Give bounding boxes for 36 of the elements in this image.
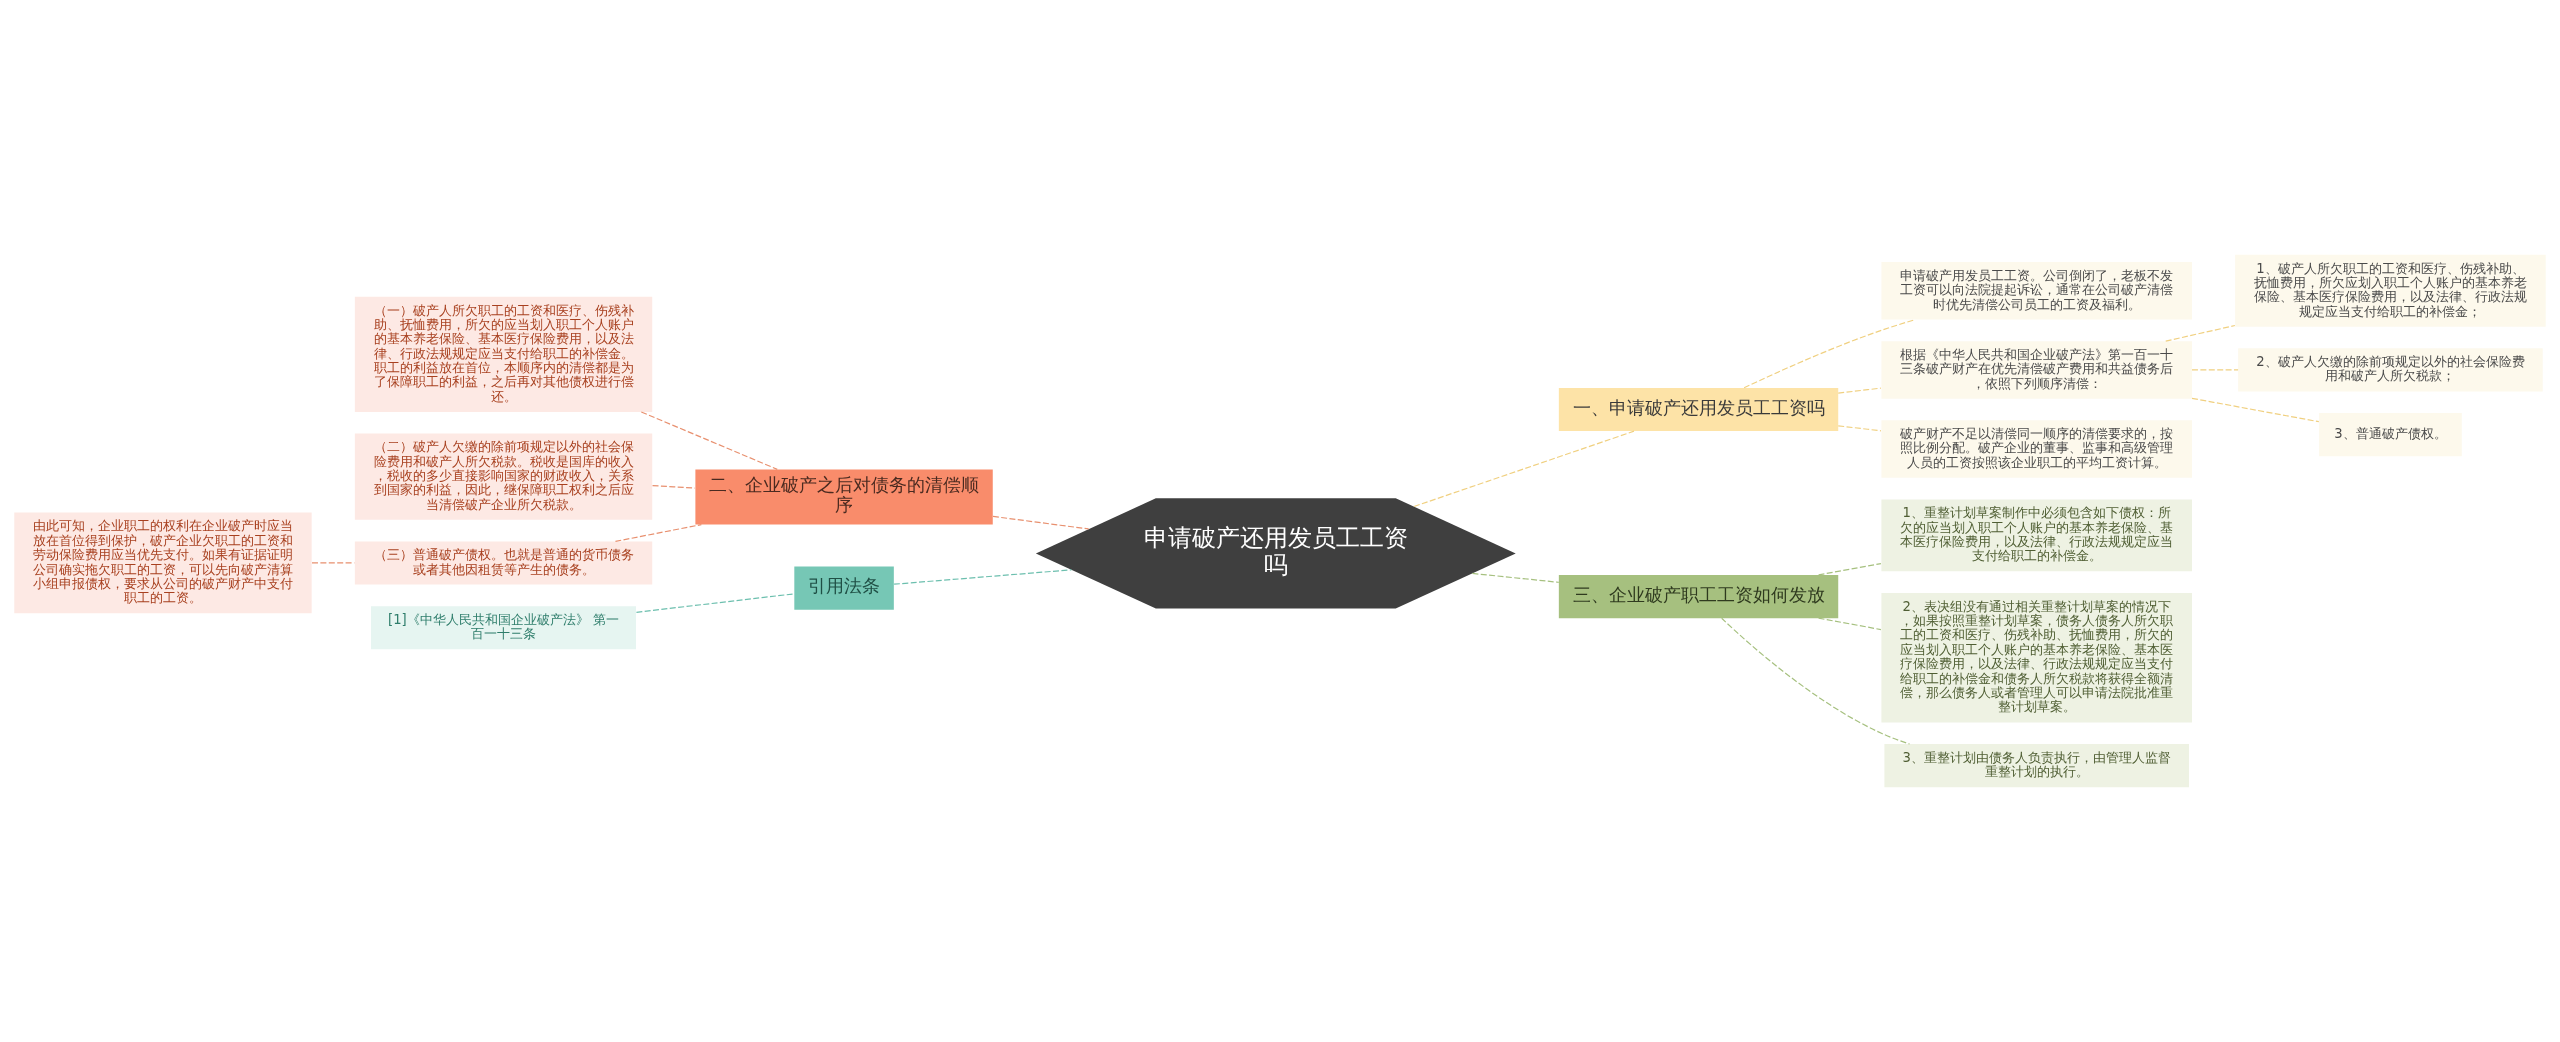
node-box: 申请破产用发员工工资。公司倒闭了，老板不发工资可以向法院提起诉讼，通常在公司破产清偿时优先清偿公司员工的工资及福利。 <box>1881 262 2192 320</box>
connector <box>640 411 778 470</box>
node-box: 引用法条 <box>794 566 894 610</box>
connector <box>311 562 355 564</box>
node-box: 二、企业破产之后对债务的清偿顺序 <box>695 469 993 525</box>
connector <box>992 515 1090 530</box>
node-box: 3、普通破产债权。 <box>2319 413 2462 457</box>
node-box: 1、重整计划草案制作中必须包含如下债权：所欠的应当划入职工个人账户的基本养老保险、基本医疗保险费用，以及法律、行政法规规定应当支付给职工的补偿金。 <box>1881 499 2192 572</box>
node-box: 三、企业破产职工工资如何发放 <box>1558 574 1839 619</box>
connector <box>1471 572 1560 583</box>
node-box: （一）破产人所欠职工的工资和医疗、伤残补助、抚恤费用，所欠的应当划入职工个人账户的基本养老保险、基本医疗保险费用，以及法律、行政法规规定应当支付给职工的补偿金。职工的利益放在首位，本顺序内的清偿都是为了保障职工的利益，之后再对其他债权进行偿还。 <box>354 296 653 412</box>
connector <box>1818 617 1882 631</box>
node-box: 3、重整计划由债务人负责执行，由管理人监督重整计划的执行。 <box>1884 744 2189 788</box>
node-box: 2、表决组没有通过相关重整计划草案的情况下，如果按照重整计划草案，债务人债务人所欠职工的工资和医疗、伤残补助、抚恤费用，所欠的应当划入职工个人账户的基本养老保险、基本医疗保险费用，以及法律、行政法规规定应当支付给职工的补偿金和债务人所欠税款将获得全额清偿，那么债务人或者管理人可以申请法院批准重整计划草案。 <box>1881 592 2192 723</box>
node-box: 1、破产人所欠职工的工资和医疗、伤残补助、抚恤费用，所欠应划入职工个人账户的基本养老保险、基本医疗保险费用，以及法律、行政法规规定应当支付给职工的补偿金； <box>2235 254 2546 327</box>
connector <box>2191 369 2239 371</box>
connector <box>1721 617 1911 745</box>
connector <box>1837 387 1882 394</box>
connector <box>1413 430 1635 508</box>
connector <box>893 569 1072 585</box>
node-box: [1]《中华人民共和国企业破产法》 第一百一十三条 <box>371 606 637 650</box>
node-box: （三）普通破产债权。也就是普通的货币债务或者其他因租赁等产生的债务。 <box>354 541 653 585</box>
node-box: （二）破产人欠缴的除前项规定以外的社会保险费用和破产人所欠税款。税收是国库的收入，税收的多少直接影响国家的财政收入，关系到国家的利益，因此，继保障职工权利之后应当清偿破产企业所欠税款。 <box>354 433 653 520</box>
node-box: 破产财产不足以清偿同一顺序的清偿要求的，按照比例分配。破产企业的董事、监事和高级管理人员的工资按照该企业职工的平均工资计算。 <box>1881 420 2192 478</box>
connector <box>1818 562 1882 576</box>
connector <box>1743 318 1917 389</box>
connector <box>614 524 702 542</box>
node-box: 一、申请破产还用发员工工资吗 <box>1558 387 1839 432</box>
node-box: 2、破产人欠缴的除前项规定以外的社会保险费用和破产人所欠税款； <box>2238 348 2543 392</box>
connector <box>1837 425 1882 432</box>
connector <box>635 593 795 613</box>
node-box: 由此可知，企业职工的权利在企业破产时应当放在首位得到保护，破产企业欠职工的工资和劳动保险费用应当优先支付。如果有证据证明公司确实拖欠职工的工资，可以先向破产清算小组申报债权，要求从公司的破产财产中支付职工的工资。 <box>14 512 312 614</box>
connector <box>2191 397 2320 423</box>
connector <box>651 484 696 489</box>
connector <box>2165 324 2236 342</box>
node-box: 根据《中华人民共和国企业破产法》第一百一十三条破产财产在优先清偿破产费用和共益债务后，依照下列顺序清偿： <box>1881 341 2192 399</box>
